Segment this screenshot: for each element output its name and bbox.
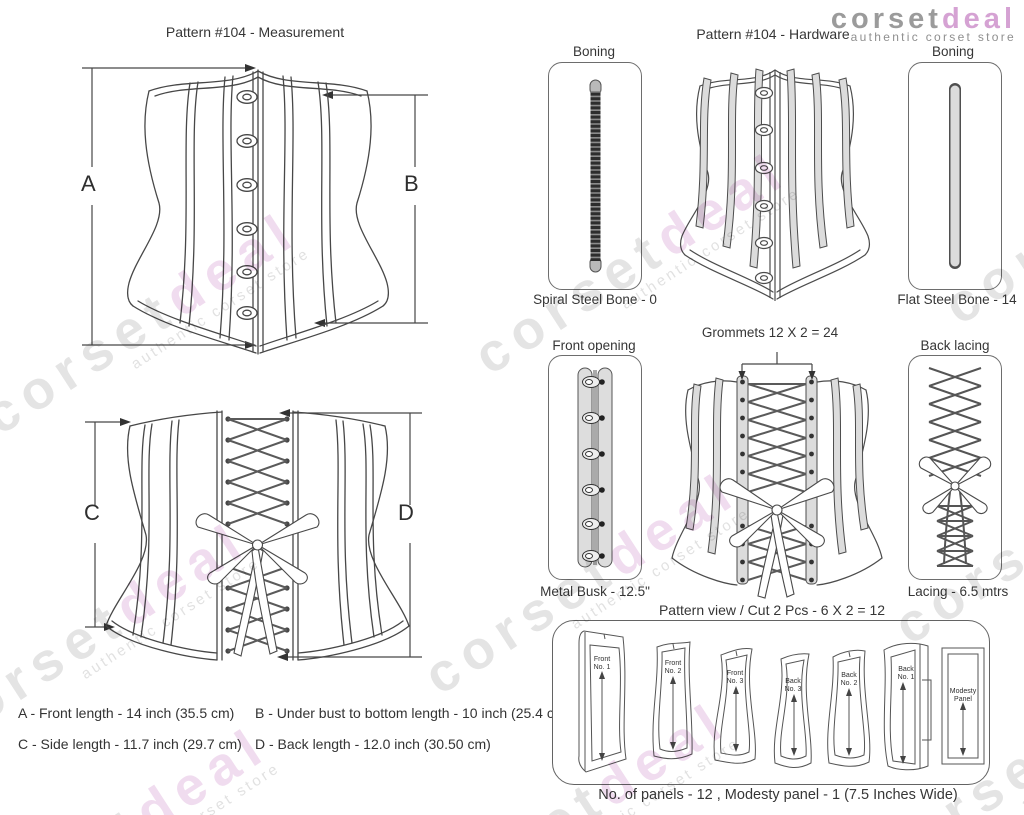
grommets-label: Grommets 12 X 2 = 24: [701, 325, 839, 340]
hardware-title: Pattern #104 - Hardware: [696, 26, 850, 42]
back-lacing-label: Back lacing: [920, 338, 990, 353]
spiral-bone-caption: Spiral Steel Bone - 0: [533, 292, 657, 307]
dimension-label-b: B: [404, 171, 419, 196]
corsetdeal-logo: corsetdeal authentic corset store: [831, 4, 1016, 44]
dimension-label-c: C: [84, 500, 100, 525]
spiral-bone-drawing: [589, 79, 602, 273]
pattern-view-footer: No. of panels - 12 , Modesty panel - 1 (…: [598, 787, 958, 803]
pattern-view-title: Pattern view / Cut 2 Pcs - 6 X 2 = 12: [658, 602, 886, 618]
flat-bone-caption: Flat Steel Bone - 14: [897, 292, 1017, 307]
spiral-bone-panel: [548, 62, 642, 290]
watermark: corsetdeal authentic corset store: [0, 714, 283, 815]
note-back-length: D - Back length - 12.0 inch (30.50 cm): [255, 736, 491, 752]
flat-bone-drawing: [949, 83, 961, 269]
logo-tagline: authentic corset store: [850, 30, 1016, 44]
note-underbust-length: B - Under bust to bottom length - 10 inc…: [255, 705, 571, 721]
dimension-label-a: A: [81, 171, 96, 196]
front-opening-label: Front opening: [552, 338, 636, 353]
corset-front-hardware-drawing: [679, 68, 871, 301]
flat-bone-panel: [908, 62, 1002, 290]
metal-busk-panel: [548, 355, 642, 580]
logo-wordmark: corsetdeal: [831, 4, 1016, 34]
busk-caption: Metal Busk - 12.5": [540, 584, 650, 599]
lacing-panel: [908, 355, 1002, 580]
boning-left-label: Boning: [572, 44, 616, 59]
lacing-drawing: [918, 367, 992, 567]
boning-right-label: Boning: [931, 44, 975, 59]
logo-part-corset: corset: [830, 3, 942, 35]
note-side-length: C - Side length - 11.7 inch (29.7 cm): [18, 736, 242, 752]
dimension-label-d: D: [398, 500, 414, 525]
corset-back-measurement-drawing: [85, 409, 422, 661]
corset-back-hardware-drawing: [671, 352, 883, 599]
note-front-length: A - Front length - 14 inch (35.5 cm): [18, 705, 235, 721]
lacing-caption: Lacing - 6.5 mtrs: [907, 584, 1009, 599]
metal-busk-drawing: [577, 367, 613, 568]
corset-front-measurement-drawing: [82, 64, 428, 355]
measurement-title: Pattern #104 - Measurement: [165, 24, 345, 40]
logo-part-deal: deal: [941, 3, 1016, 35]
